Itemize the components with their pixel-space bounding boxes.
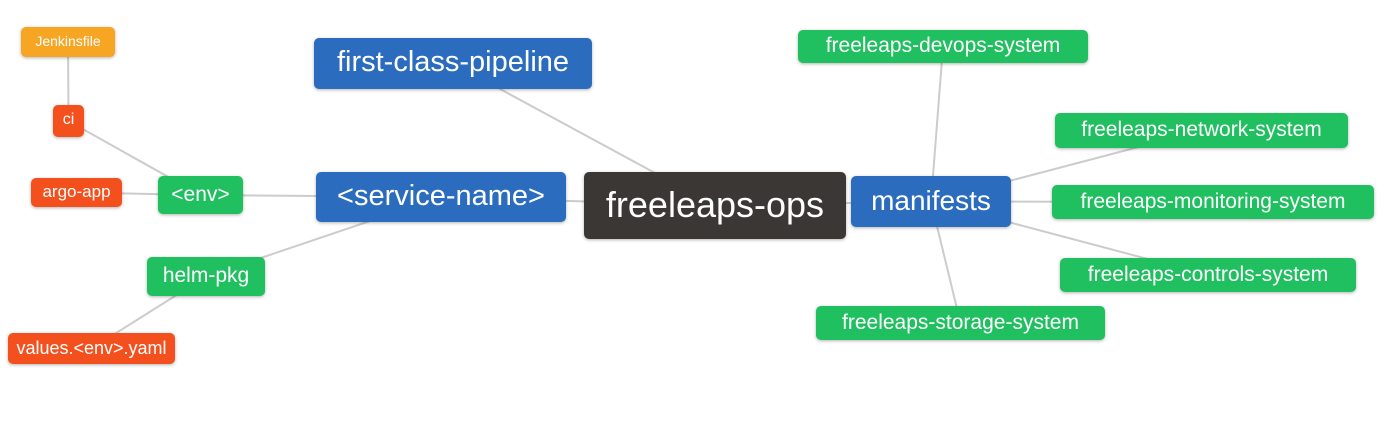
node-manifests[interactable]: manifests [851, 176, 1011, 227]
node-label: freeleaps-network-system [1081, 118, 1322, 141]
node-label: argo-app [42, 182, 111, 201]
node-label: <service-name> [337, 179, 545, 212]
node-label: ci [62, 111, 75, 128]
node-freeleaps-ops[interactable]: freeleaps-ops [584, 172, 846, 239]
node-network-system[interactable]: freeleaps-network-system [1055, 113, 1348, 148]
node-values-env-yaml[interactable]: values.<env>.yaml [8, 333, 175, 364]
node-storage-system[interactable]: freeleaps-storage-system [816, 306, 1105, 340]
node-label: first-class-pipeline [336, 46, 570, 78]
node-controls-system[interactable]: freeleaps-controls-system [1060, 258, 1356, 292]
node-label: freeleaps-monitoring-system [1080, 189, 1346, 213]
node-label: values.<env>.yaml [16, 337, 167, 358]
node-label: <env> [171, 182, 230, 206]
node-label: Jenkinsfile [35, 33, 101, 49]
node-label: manifests [871, 184, 991, 216]
node-jenkinsfile[interactable]: Jenkinsfile [21, 27, 115, 57]
node-devops-system[interactable]: freeleaps-devops-system [798, 30, 1088, 63]
node-argo-app[interactable]: argo-app [31, 178, 122, 207]
node-label: freeleaps-ops [605, 183, 825, 225]
node-env[interactable]: <env> [158, 176, 243, 214]
node-label: freeleaps-controls-system [1087, 262, 1329, 286]
node-ci[interactable]: ci [53, 105, 84, 137]
node-label: freeleaps-devops-system [825, 34, 1061, 57]
node-monitoring-system[interactable]: freeleaps-monitoring-system [1052, 185, 1374, 219]
node-service-name[interactable]: <service-name> [316, 172, 566, 222]
node-helm-pkg[interactable]: helm-pkg [147, 257, 265, 296]
node-label: freeleaps-storage-system [842, 310, 1079, 334]
node-first-class-pipeline[interactable]: first-class-pipeline [314, 38, 592, 89]
node-label: helm-pkg [162, 264, 250, 287]
edge-manifests--devops-system [930, 46, 944, 202]
